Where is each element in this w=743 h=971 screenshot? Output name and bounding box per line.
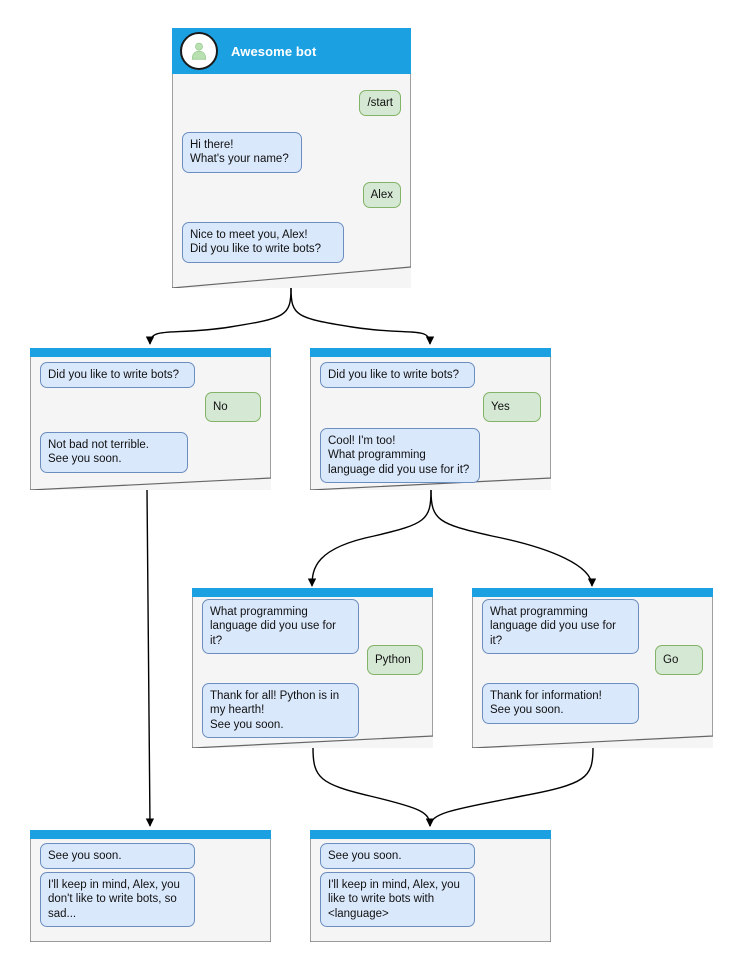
message-bubble-bot: See you soon. (320, 843, 475, 870)
node-root[interactable]: Awesome bot /start Hi there! What's your… (172, 28, 411, 288)
edge-root-to-no (145, 287, 292, 345)
node-go-branch-header (472, 588, 713, 597)
node-end-happy-chat: See you soon. I'll keep in mind, Alex, y… (310, 830, 551, 942)
bot-title: Awesome bot (231, 43, 317, 59)
node-yes-branch-chat: Did you like to write bots? Yes Cool! I'… (310, 348, 551, 490)
message-bubble-bot: I'll keep in mind, Alex, you don't like … (40, 872, 195, 928)
node-end-sad[interactable]: See you soon. I'll keep in mind, Alex, y… (30, 830, 271, 942)
message-bubble-user: /start (359, 90, 401, 117)
edge-python-to-endhappy (312, 747, 435, 827)
message-bubble-bot: Not bad not terrible. See you soon. (40, 432, 188, 473)
message-bubble-bot: I'll keep in mind, Alex, you like to wri… (320, 872, 475, 928)
message-bubble-user: Yes (483, 392, 541, 422)
message-bubble-bot: Did you like to write bots? (40, 362, 195, 389)
edge-root-to-yes (290, 287, 435, 345)
node-end-happy[interactable]: See you soon. I'll keep in mind, Alex, y… (310, 830, 551, 942)
message-bubble-bot: Cool! I'm too! What programming language… (320, 428, 480, 484)
edge-yes-to-go (430, 489, 597, 587)
node-python-branch-chat: What programming language did you use fo… (192, 588, 433, 748)
message-bubble-bot: Nice to meet you, Alex! Did you like to … (182, 222, 344, 263)
node-go-branch[interactable]: What programming language did you use fo… (472, 588, 713, 748)
node-no-branch-header (30, 348, 271, 357)
message-bubble-bot: See you soon. (40, 843, 195, 870)
node-yes-branch-header (310, 348, 551, 357)
node-end-happy-header (310, 830, 551, 839)
node-root-header: Awesome bot (172, 28, 411, 74)
person-avatar-icon (191, 42, 207, 60)
node-end-sad-header (30, 830, 271, 839)
message-bubble-user: Python (367, 645, 423, 675)
edge-no-to-endsad (145, 489, 155, 827)
message-bubble-bot: Thank for all! Python is in my hearth! S… (202, 683, 359, 739)
message-bubble-bot: Hi there! What's your name? (182, 132, 302, 173)
message-bubble-bot: Thank for information! See you soon. (482, 683, 639, 724)
message-bubble-bot: What programming language did you use fo… (202, 599, 359, 655)
edge-yes-to-python (307, 489, 432, 587)
message-bubble-bot: What programming language did you use fo… (482, 599, 639, 655)
edge-go-to-endhappy (425, 747, 594, 827)
message-bubble-user: No (205, 392, 261, 422)
node-go-branch-chat: What programming language did you use fo… (472, 588, 713, 748)
node-no-branch-chat: Did you like to write bots? No Not bad n… (30, 348, 271, 490)
node-python-branch[interactable]: What programming language did you use fo… (192, 588, 433, 748)
message-bubble-user: Go (655, 645, 703, 675)
message-bubble-user: Alex (362, 182, 401, 209)
node-yes-branch[interactable]: Did you like to write bots? Yes Cool! I'… (310, 348, 551, 490)
node-root-chat: /start Hi there! What's your name? Alex … (172, 28, 411, 288)
node-end-sad-chat: See you soon. I'll keep in mind, Alex, y… (30, 830, 271, 942)
node-no-branch[interactable]: Did you like to write bots? No Not bad n… (30, 348, 271, 490)
message-bubble-bot: Did you like to write bots? (320, 362, 475, 389)
avatar (180, 32, 218, 70)
node-python-branch-header (192, 588, 433, 597)
